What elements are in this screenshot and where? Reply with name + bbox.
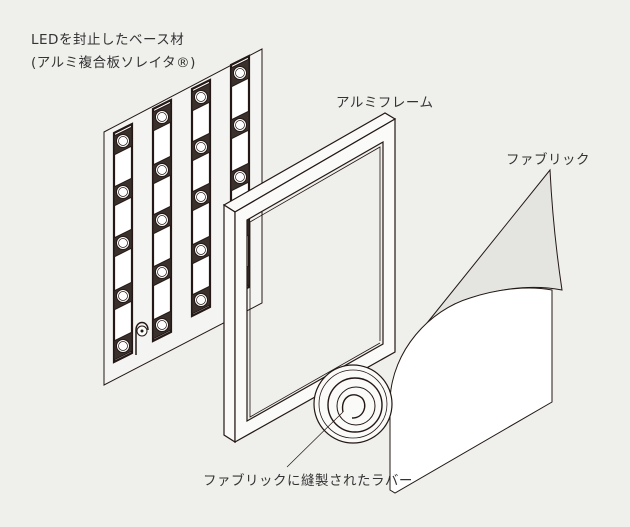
led-module [191, 182, 211, 212]
led-module [230, 110, 250, 140]
label-aluminum-frame: アルミフレーム [336, 95, 434, 111]
label-led-base: LEDを封止したベース材 [31, 32, 185, 48]
label-base-material: (アルミ複合板ソレイタ®) [31, 55, 196, 71]
led-module [230, 162, 250, 192]
led-module [152, 310, 172, 340]
led-module [191, 82, 211, 112]
led-module [152, 257, 172, 287]
led-module [152, 205, 172, 235]
led-module [152, 155, 172, 185]
led-module [152, 102, 172, 132]
led-module [191, 235, 211, 265]
rubber-roll [286, 364, 393, 468]
led-module [113, 331, 133, 361]
label-rubber: ファブリックに縫製されたラバー [203, 473, 413, 489]
led-module [230, 58, 250, 88]
led-module [191, 132, 211, 162]
label-fabric: ファブリック [506, 152, 590, 168]
fabric [389, 168, 563, 494]
led-module [113, 177, 133, 207]
led-module [191, 285, 211, 315]
led-module [113, 281, 133, 311]
aluminum-frame [222, 112, 397, 444]
led-base-panel [103, 48, 263, 386]
led-module [113, 126, 133, 156]
connector-icon [135, 321, 149, 355]
led-module [113, 228, 133, 258]
